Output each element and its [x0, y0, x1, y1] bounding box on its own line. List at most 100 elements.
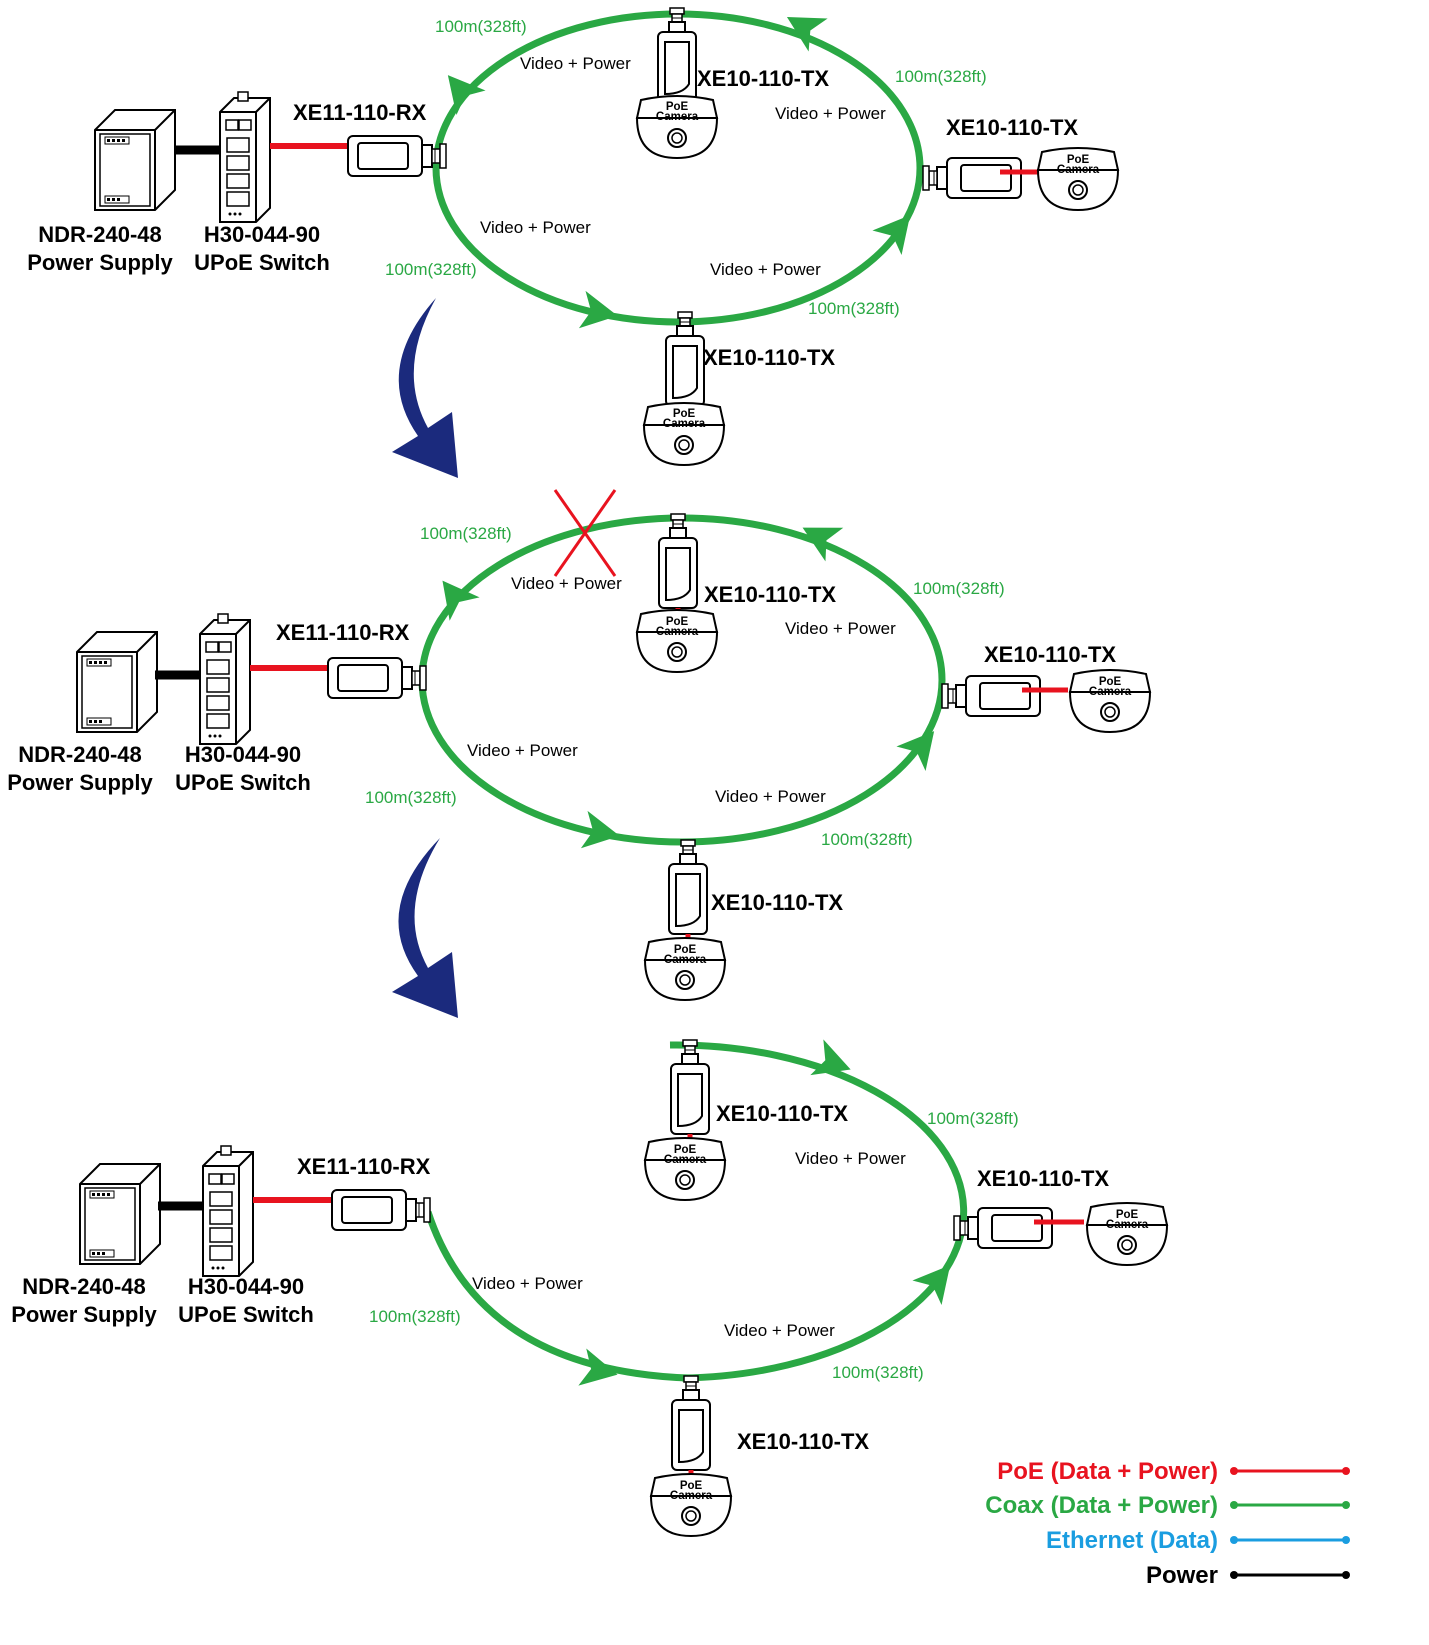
- coax-arc-right: [669, 1041, 968, 1382]
- panel-normal-ring: PoE Camera PoE Camera PoE Camera XE11-11…: [27, 0, 1119, 466]
- camera-label-line1: PoE: [674, 1144, 697, 1156]
- legend-line-endpoint: [1230, 1467, 1238, 1475]
- distance-label: 100m(328ft): [821, 830, 913, 849]
- video-power-label: Video + Power: [480, 218, 591, 237]
- switch-name-label: UPoE Switch: [175, 770, 311, 795]
- transition-arrow: [392, 838, 458, 1018]
- legend-line-endpoint: [1342, 1501, 1350, 1509]
- rx-extender-device: [347, 135, 447, 177]
- legend-line-endpoint: [1230, 1536, 1238, 1544]
- legend-label: Coax (Data + Power): [985, 1492, 1218, 1519]
- power-supply-device: [94, 109, 176, 211]
- power-supply-name-label: Power Supply: [27, 250, 173, 275]
- camera-label-line2: Camera: [656, 626, 699, 638]
- tx-extender-device: [668, 839, 708, 935]
- camera-label-line2: Camera: [1106, 1219, 1149, 1231]
- distance-label: 100m(328ft): [808, 299, 900, 318]
- camera-label-line1: PoE: [666, 101, 689, 113]
- rx-model-label: XE11-110-RX: [297, 1154, 431, 1179]
- tx-model-label: XE10-110-TX: [977, 1166, 1109, 1191]
- camera-label-line1: PoE: [1067, 154, 1090, 166]
- rx-extender-device: [327, 657, 427, 699]
- legend-line-endpoint: [1230, 1571, 1238, 1579]
- tx-model-label: XE10-110-TX: [711, 890, 843, 915]
- tx-extender-device: [670, 1039, 710, 1135]
- upoe-switch-device: [202, 1145, 254, 1277]
- tx-model-label: XE10-110-TX: [716, 1101, 848, 1126]
- camera-label-line2: Camera: [656, 111, 699, 123]
- tx-extender-device: [665, 311, 705, 407]
- distance-label: 100m(328ft): [927, 1109, 1019, 1128]
- camera-label-line1: PoE: [674, 944, 697, 956]
- legend-label: PoE (Data + Power): [997, 1458, 1218, 1485]
- coax-direction-arrow: [872, 202, 925, 255]
- switch-name-label: UPoE Switch: [178, 1302, 314, 1327]
- distance-label: 100m(328ft): [420, 524, 512, 543]
- power-supply-device: [76, 631, 158, 733]
- upoe-switch-device: [219, 91, 271, 223]
- video-power-label: Video + Power: [472, 1274, 583, 1293]
- rx-extender-device: [331, 1189, 431, 1231]
- distance-label: 100m(328ft): [895, 67, 987, 86]
- video-power-label: Video + Power: [775, 104, 886, 123]
- legend-line-endpoint: [1342, 1536, 1350, 1544]
- legend-label: Ethernet (Data): [1046, 1527, 1218, 1554]
- camera-label-line2: Camera: [670, 1490, 713, 1502]
- distance-label: 100m(328ft): [385, 260, 477, 279]
- camera-label-line1: PoE: [1116, 1209, 1139, 1221]
- panel-cable-break: PoE Camera PoE Camera PoE Camera XE11-11…: [7, 489, 1151, 1001]
- switch-model-label: H30-044-90: [185, 742, 301, 767]
- video-power-label: Video + Power: [520, 54, 631, 73]
- video-power-label: Video + Power: [710, 260, 821, 279]
- video-power-label: Video + Power: [715, 787, 826, 806]
- distance-label: 100m(328ft): [435, 17, 527, 36]
- distance-label: 100m(328ft): [913, 579, 1005, 598]
- video-power-label: Video + Power: [795, 1149, 906, 1168]
- tx-model-label: XE10-110-TX: [697, 66, 829, 91]
- transition-arrow: [392, 298, 458, 478]
- legend-label: Power: [1146, 1562, 1218, 1589]
- legend: PoE (Data + Power) Coax (Data + Power) Eth…: [985, 1458, 1350, 1589]
- camera-label-line2: Camera: [664, 954, 707, 966]
- power-supply-name-label: Power Supply: [7, 770, 153, 795]
- tx-extender-device: [671, 1375, 711, 1471]
- legend-line-endpoint: [1230, 1501, 1238, 1509]
- tx-model-label: XE10-110-TX: [703, 345, 835, 370]
- tx-extender-device: [657, 7, 697, 103]
- tx-model-label: XE10-110-TX: [737, 1429, 869, 1454]
- power-supply-model-label: NDR-240-48: [22, 1274, 146, 1299]
- camera-label-line2: Camera: [664, 1154, 707, 1166]
- distance-label: 100m(328ft): [369, 1307, 461, 1326]
- rx-model-label: XE11-110-RX: [293, 100, 427, 125]
- tx-model-label: XE10-110-TX: [704, 582, 836, 607]
- video-power-label: Video + Power: [511, 574, 622, 593]
- tx-extender-device: [658, 513, 698, 609]
- coax-direction-arrow: [433, 62, 486, 115]
- distance-label: 100m(328ft): [365, 788, 457, 807]
- video-power-label: Video + Power: [785, 619, 896, 638]
- coax-direction-arrow: [427, 568, 480, 621]
- camera-label-line2: Camera: [663, 418, 706, 430]
- camera-label-line2: Camera: [1057, 164, 1100, 176]
- switch-model-label: H30-044-90: [204, 222, 320, 247]
- camera-label-line1: PoE: [680, 1480, 703, 1492]
- panel-recovered: PoE Camera PoE Camera PoE Camera XE11-11…: [11, 1039, 1168, 1537]
- tx-model-label: XE10-110-TX: [984, 642, 1116, 667]
- legend-line-endpoint: [1342, 1571, 1350, 1579]
- video-power-label: Video + Power: [467, 741, 578, 760]
- camera-label-line1: PoE: [666, 616, 689, 628]
- tx-model-label: XE10-110-TX: [946, 115, 1078, 140]
- legend-line-endpoint: [1342, 1467, 1350, 1475]
- power-supply-device: [79, 1163, 161, 1265]
- rx-model-label: XE11-110-RX: [276, 620, 410, 645]
- power-supply-model-label: NDR-240-48: [18, 742, 142, 767]
- power-supply-model-label: NDR-240-48: [38, 222, 162, 247]
- upoe-switch-device: [199, 613, 251, 745]
- power-supply-name-label: Power Supply: [11, 1302, 157, 1327]
- switch-name-label: UPoE Switch: [194, 250, 330, 275]
- video-power-label: Video + Power: [724, 1321, 835, 1340]
- camera-label-line1: PoE: [673, 408, 696, 420]
- switch-model-label: H30-044-90: [188, 1274, 304, 1299]
- coax-arc-left: [424, 1210, 689, 1382]
